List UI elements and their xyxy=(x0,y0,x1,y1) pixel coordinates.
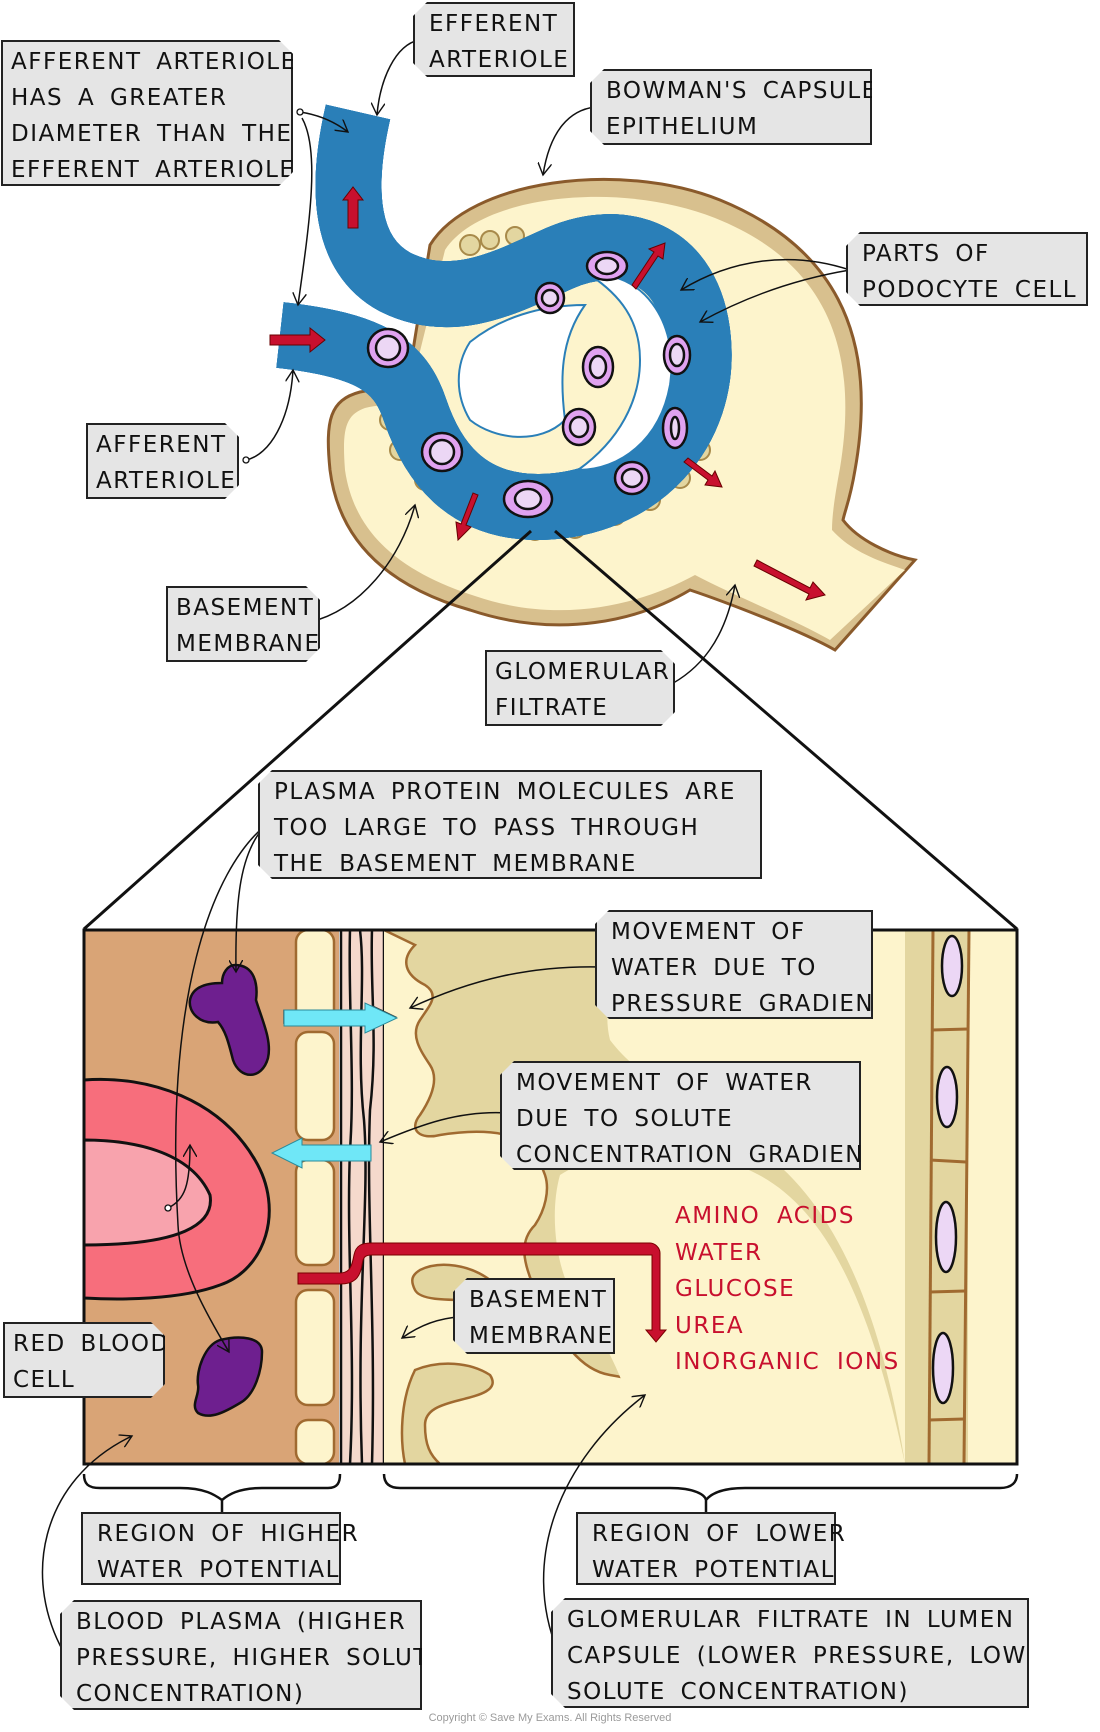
plasma-protein-molecule xyxy=(188,963,271,1076)
label-line: WATER POTENTIAL xyxy=(592,1557,835,1583)
capsule-epithelium-cells xyxy=(927,929,971,1465)
filtration-arrow xyxy=(683,457,723,488)
label-water-solute: MOVEMENT OF WATER DUE TO SOLUTE CONCENTR… xyxy=(500,1061,861,1170)
label-line: PODOCYTE CELL xyxy=(862,277,1078,303)
label-afferent-diameter: AFFERENT ARTERIOLE HAS A GREATER DIAMETE… xyxy=(1,40,293,186)
label-line: BASEMENT xyxy=(469,1287,608,1313)
capillary-crescent-gap xyxy=(574,273,673,472)
zoom-lines xyxy=(83,529,1018,931)
label-efferent-arteriole: EFFERENT ARTERIOLE xyxy=(413,2,575,77)
label-line: MOVEMENT OF WATER xyxy=(516,1070,813,1096)
label-line: BLOOD PLASMA (HIGHER xyxy=(76,1609,407,1635)
label-higher-water-potential: REGION OF HIGHER WATER POTENTIAL xyxy=(81,1512,360,1585)
filtrate-substance: UREA xyxy=(675,1312,745,1339)
filtrate-outflow-arrow xyxy=(753,559,826,601)
filtrate-substance-list: AMINO ACIDS WATER GLUCOSE UREA INORGANIC… xyxy=(675,1198,900,1381)
label-basement-membrane-top: BASEMENT MEMBRANE xyxy=(166,586,320,662)
label-line: RED BLOOD xyxy=(13,1331,170,1357)
label-line: CELL xyxy=(13,1367,76,1393)
label-line: AFFERENT ARTERIOLE xyxy=(11,49,297,75)
filtration-route-arrow xyxy=(297,1242,668,1343)
label-line: DIAMETER THAN THE xyxy=(11,121,293,147)
label-line: HAS A GREATER xyxy=(11,85,228,111)
label-line: ARTERIOLE xyxy=(96,468,237,494)
filtrate-substance: GLUCOSE xyxy=(675,1276,796,1302)
label-blood-plasma: BLOOD PLASMA (HIGHER PRESSURE, HIGHER SO… xyxy=(60,1600,422,1710)
label-line: MOVEMENT OF xyxy=(611,919,806,945)
endothelium xyxy=(294,928,336,1466)
label-line: MEMBRANE xyxy=(176,631,321,657)
label-red-blood-cell: RED BLOOD CELL xyxy=(3,1322,165,1398)
copyright-notice: Copyright © Save My Exams. All Rights Re… xyxy=(428,1712,672,1724)
glomerulus-capillary xyxy=(280,112,715,528)
label-line: REGION OF HIGHER xyxy=(97,1521,360,1547)
label-filtrate-lumen: GLOMERULAR FILTRATE IN LUMEN OF CAPSULE … xyxy=(551,1598,1029,1708)
label-line: DUE TO SOLUTE xyxy=(516,1106,734,1132)
label-line: CONCENTRATION) xyxy=(76,1681,305,1707)
filtrate-substance: WATER xyxy=(675,1239,763,1266)
filtration-arrow xyxy=(455,492,479,542)
filtrate-substance: INORGANIC IONS xyxy=(675,1349,900,1375)
label-line: EFFERENT xyxy=(429,11,559,37)
label-line: CAPSULE (LOWER PRESSURE, LOWER xyxy=(567,1643,1061,1669)
label-line: BASEMENT xyxy=(176,595,315,621)
label-line: SOLUTE CONCENTRATION) xyxy=(567,1679,909,1705)
label-line: PRESSURE, HIGHER SOLUTE xyxy=(76,1645,445,1671)
label-line: WATER POTENTIAL xyxy=(97,1557,340,1583)
label-afferent-arteriole: AFFERENT ARTERIOLE xyxy=(86,423,239,499)
water-solute-arrow xyxy=(270,1137,372,1169)
label-line: GLOMERULAR FILTRATE IN LUMEN OF xyxy=(567,1607,1064,1633)
label-line: FILTRATE xyxy=(495,695,609,721)
label-line: TOO LARGE TO PASS THROUGH xyxy=(274,815,700,841)
region-braces xyxy=(82,1473,1019,1512)
water-pressure-arrow xyxy=(283,1002,399,1034)
podocyte-lower-process xyxy=(400,1362,494,1466)
flow-arrows xyxy=(269,186,826,601)
red-blood-cells xyxy=(366,250,692,519)
label-plasma-protein: PLASMA PROTEIN MOLECULES ARE TOO LARGE T… xyxy=(258,770,762,879)
lower-wp-brace xyxy=(382,1473,1019,1512)
label-basement-membrane-bottom: BASEMENT MEMBRANE xyxy=(453,1278,615,1354)
label-podocyte: PARTS OF PODOCYTE CELL xyxy=(846,232,1088,306)
label-line: WATER DUE TO xyxy=(611,955,817,981)
plasma-protein-molecule xyxy=(193,1336,264,1417)
label-line: ARTERIOLE xyxy=(429,47,570,73)
rbc-inner xyxy=(82,1138,212,1247)
magnified-view xyxy=(82,928,1019,1466)
label-lower-water-potential: REGION OF LOWER WATER POTENTIAL xyxy=(576,1512,847,1585)
label-line: PARTS OF xyxy=(862,241,990,267)
label-line: MEMBRANE xyxy=(469,1323,614,1349)
label-line: GLOMERULAR xyxy=(495,659,671,685)
label-line: EPITHELIUM xyxy=(606,114,759,140)
label-line: CONCENTRATION GRADIENT xyxy=(516,1142,880,1168)
leader-lines xyxy=(41,39,851,1659)
magnified-frame xyxy=(82,928,1019,1466)
label-line: PLASMA PROTEIN MOLECULES ARE xyxy=(274,779,736,805)
label-glomerular-filtrate: GLOMERULAR FILTRATE xyxy=(485,650,675,726)
label-line: PRESSURE GRADIENT xyxy=(611,991,890,1017)
filtrate-substance: AMINO ACIDS xyxy=(675,1203,855,1229)
label-line: REGION OF LOWER xyxy=(592,1521,847,1547)
label-line: EFFERENT ARTERIOLE xyxy=(11,157,296,183)
label-line: BOWMAN'S CAPSULE xyxy=(606,78,878,104)
afferent-inflow-arrow xyxy=(269,326,326,354)
label-water-pressure: MOVEMENT OF WATER DUE TO PRESSURE GRADIE… xyxy=(595,910,873,1019)
efferent-outflow-arrow xyxy=(341,186,365,229)
higher-wp-brace xyxy=(82,1473,342,1512)
label-line: AFFERENT xyxy=(96,432,227,458)
label-bowmans-capsule: BOWMAN'S CAPSULE EPITHELIUM xyxy=(590,69,872,145)
filtration-arrow xyxy=(631,242,666,290)
label-line: THE BASEMENT MEMBRANE xyxy=(274,851,637,877)
